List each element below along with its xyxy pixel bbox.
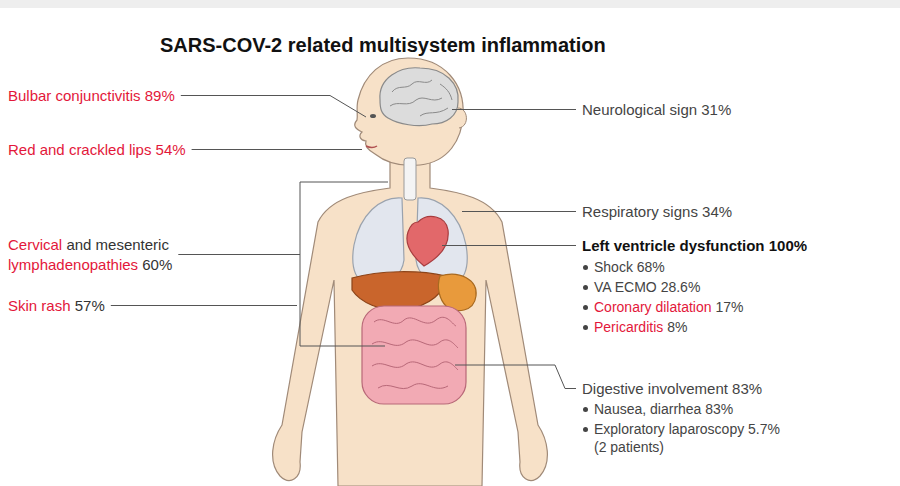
symptom-label: Pericarditis xyxy=(594,319,663,335)
symptom-label: 8% xyxy=(667,319,687,335)
symptom-label: 17% xyxy=(715,299,743,315)
bullet-dot xyxy=(583,265,588,270)
head-outline xyxy=(355,58,463,165)
label-line: Exploratory laparoscopy 5.7% (2 patients… xyxy=(594,420,794,456)
symptom-label: Bulbar conjunctivitis 89% xyxy=(8,87,175,104)
diagram-title: SARS-COV-2 related multisystem inflammat… xyxy=(160,34,606,57)
label-line: Cervicaland mesenteric xyxy=(8,236,169,254)
symptom-label: Shock 68% xyxy=(594,259,665,275)
leader-line xyxy=(442,245,576,246)
bullet-dot xyxy=(583,325,588,330)
lymph-bracket xyxy=(300,182,388,346)
symptom-label: Exploratory laparoscopy 5.7% (2 patients… xyxy=(594,421,780,455)
label-line: Respiratory signs 34% xyxy=(582,203,732,221)
label-line: Coronary dilatation17% xyxy=(594,298,743,316)
bullet-dot xyxy=(583,305,588,310)
ear xyxy=(458,108,466,128)
stomach xyxy=(438,274,476,310)
label-line: Left ventricle dysfunction 100% xyxy=(582,237,807,255)
symptom-label: VA ECMO 28.6% xyxy=(594,279,700,295)
symptom-label: and mesenteric xyxy=(66,236,169,253)
bullet-dot xyxy=(583,285,588,290)
leader-line xyxy=(111,305,297,306)
leader-line xyxy=(181,96,366,118)
symptom-label: Respiratory signs 34% xyxy=(582,203,732,220)
heart xyxy=(407,216,448,266)
intestines xyxy=(362,306,466,404)
symptom-label: Neurological sign 31% xyxy=(582,101,731,118)
brain-folds xyxy=(390,80,452,116)
label-line: VA ECMO 28.6% xyxy=(594,278,700,296)
leader-line xyxy=(455,365,576,389)
label-line: Red and crackled lips 54% xyxy=(8,141,186,159)
symptom-label: Cervical xyxy=(8,236,62,253)
liver xyxy=(352,272,446,311)
label-line: Skin rash57% xyxy=(8,297,105,315)
label-line: Digestive involvement 83% xyxy=(582,380,762,398)
symptom-label: Digestive involvement 83% xyxy=(582,380,762,397)
symptom-label: Nausea, diarrhea 83% xyxy=(594,401,733,417)
symptom-label: lymphadenopathies xyxy=(8,256,138,273)
symptom-label: Coronary dilatation xyxy=(594,299,712,315)
lips xyxy=(366,146,377,148)
intestine-loops xyxy=(372,317,458,388)
symptom-label: 57% xyxy=(75,297,105,314)
label-line: Bulbar conjunctivitis 89% xyxy=(8,87,175,105)
eye xyxy=(370,114,376,118)
trachea xyxy=(404,158,416,200)
bullet-dot xyxy=(583,407,588,412)
label-line: Neurological sign 31% xyxy=(582,101,731,119)
label-line: Pericarditis8% xyxy=(594,318,687,336)
leader-line xyxy=(178,254,300,255)
symptom-label: Left ventricle dysfunction 100% xyxy=(582,237,807,254)
label-line: lymphadenopathies60% xyxy=(8,256,172,274)
brain xyxy=(380,68,458,126)
top-band xyxy=(0,0,900,8)
symptom-label: 60% xyxy=(142,256,172,273)
symptom-label: Skin rash xyxy=(8,297,71,314)
leader-line xyxy=(452,109,576,110)
leader-line xyxy=(192,149,362,150)
symptom-label: Red and crackled lips 54% xyxy=(8,141,186,158)
label-line: Shock 68% xyxy=(594,258,665,276)
leader-line xyxy=(462,211,576,212)
label-line: Nausea, diarrhea 83% xyxy=(594,400,733,418)
bullet-dot xyxy=(583,427,588,432)
body-outline xyxy=(273,158,548,486)
